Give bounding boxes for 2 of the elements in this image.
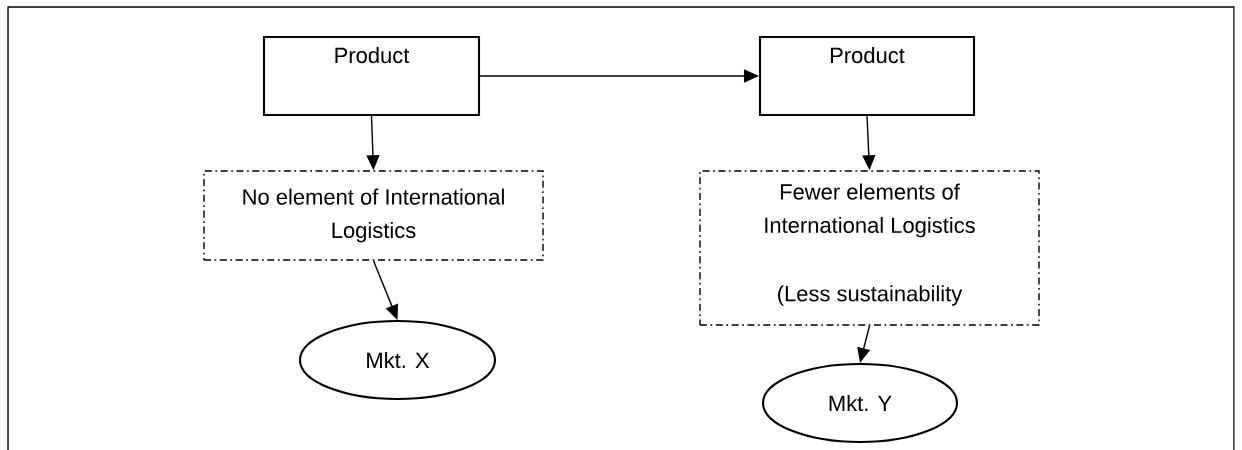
process-box: Product [262,35,481,117]
process-box: Product [758,35,976,117]
